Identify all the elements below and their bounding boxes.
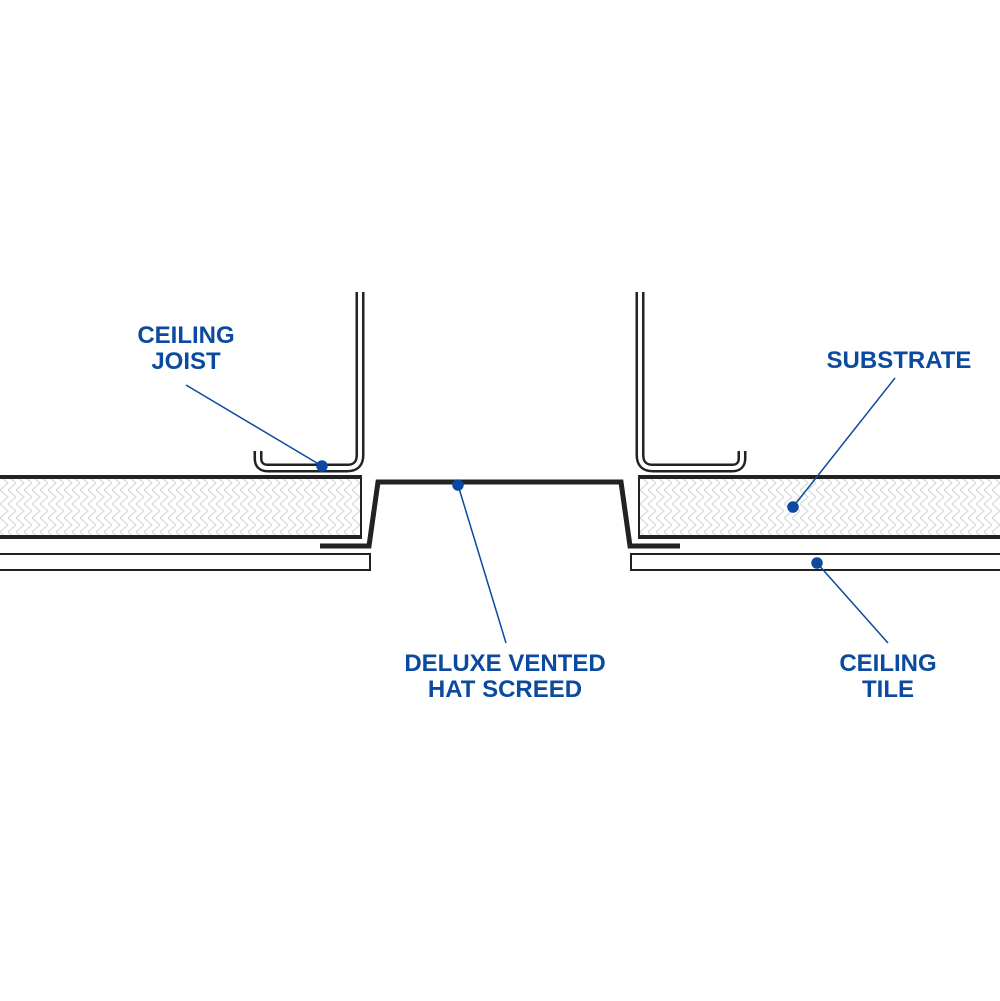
hat-screed bbox=[320, 479, 680, 549]
substrate-left bbox=[0, 475, 362, 539]
label-ceiling-joist-line1: CEILING bbox=[137, 322, 234, 349]
label-ceiling-tile-line1: CEILING bbox=[839, 650, 936, 677]
leader-substrate bbox=[792, 377, 896, 508]
ceiling-joist-right bbox=[635, 292, 747, 473]
label-substrate: SUBSTRATE bbox=[827, 347, 972, 374]
leader-ceiling-joist bbox=[185, 384, 323, 467]
dot-ceiling-joist bbox=[316, 460, 328, 472]
ceiling-joist-left bbox=[253, 292, 365, 473]
label-ceiling-tile-line2: TILE bbox=[862, 676, 914, 703]
leader-ceiling-tile bbox=[816, 562, 889, 644]
label-ceiling-joist-line2: JOIST bbox=[151, 348, 221, 375]
label-hat-screed-line1: DELUXE VENTED bbox=[404, 650, 605, 677]
ceiling-tile-left bbox=[0, 553, 371, 571]
leader-hat-screed bbox=[457, 484, 507, 644]
dot-hat-screed bbox=[452, 479, 464, 491]
dot-ceiling-tile bbox=[811, 557, 823, 569]
substrate-right bbox=[638, 475, 1000, 539]
label-hat-screed-line2: HAT SCREED bbox=[428, 676, 582, 703]
dot-substrate bbox=[787, 501, 799, 513]
